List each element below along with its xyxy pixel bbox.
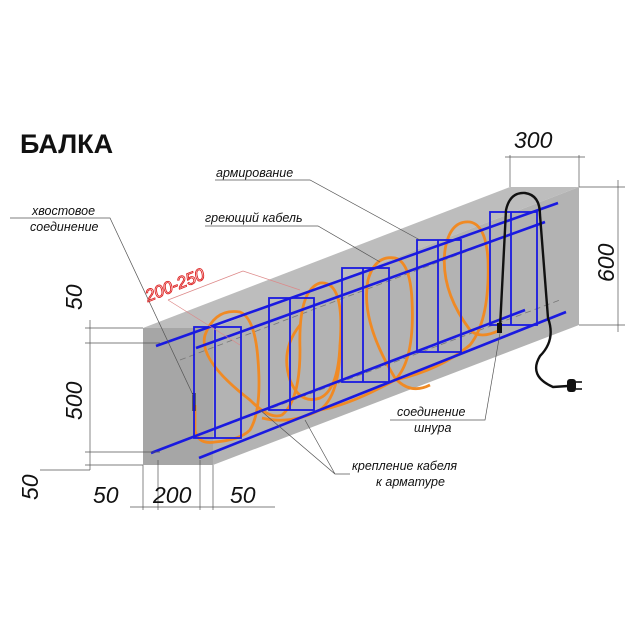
bottom-rebar-2 [198, 310, 567, 460]
top-rebar-2 [195, 220, 546, 350]
dim-inner-height: 500 [61, 381, 87, 420]
dim-width-top: 300 [514, 127, 553, 153]
stirrup [489, 211, 538, 326]
cord-joint-label-line2: шнура [414, 421, 451, 435]
dim-cover-bottom: 50 [17, 474, 43, 500]
cable-fixing-label-line1: крепление кабеля [352, 459, 457, 473]
dimension-lines [40, 155, 625, 510]
leader-lines [10, 179, 501, 475]
beam-front-face [143, 328, 213, 465]
dim-height-right: 600 [593, 243, 619, 282]
page-title: БАЛКА [20, 129, 113, 159]
plug-icon [567, 379, 582, 392]
cord-joint-label-line1: соединение [397, 405, 466, 419]
reinforcement-cage [150, 201, 567, 460]
dim-inner-width: 200 [152, 482, 192, 508]
bottom-rebar-1 [150, 308, 526, 455]
top-rebar-1 [155, 201, 559, 348]
power-cord [498, 191, 569, 389]
stirrup [268, 297, 315, 411]
cable-fixing-label-line2: к арматуре [376, 475, 445, 489]
stirrup [416, 239, 462, 353]
dim-cover-right: 50 [230, 482, 256, 508]
dim-cover-left: 50 [93, 482, 119, 508]
heating-cable-label: греющий кабель [205, 211, 303, 225]
stirrup [193, 326, 242, 439]
tail-joint-label-line2: соединение [30, 220, 99, 234]
dim-cover-top: 50 [61, 284, 87, 310]
stirrup [341, 267, 390, 383]
spacing-label: 200-250 [141, 265, 207, 307]
cable-loop-1 [193, 281, 343, 444]
cord-joint-marker [497, 323, 502, 333]
tail-joint-label-line1: хвостовое [31, 204, 95, 218]
reinforcement-label: армирование [216, 166, 293, 180]
